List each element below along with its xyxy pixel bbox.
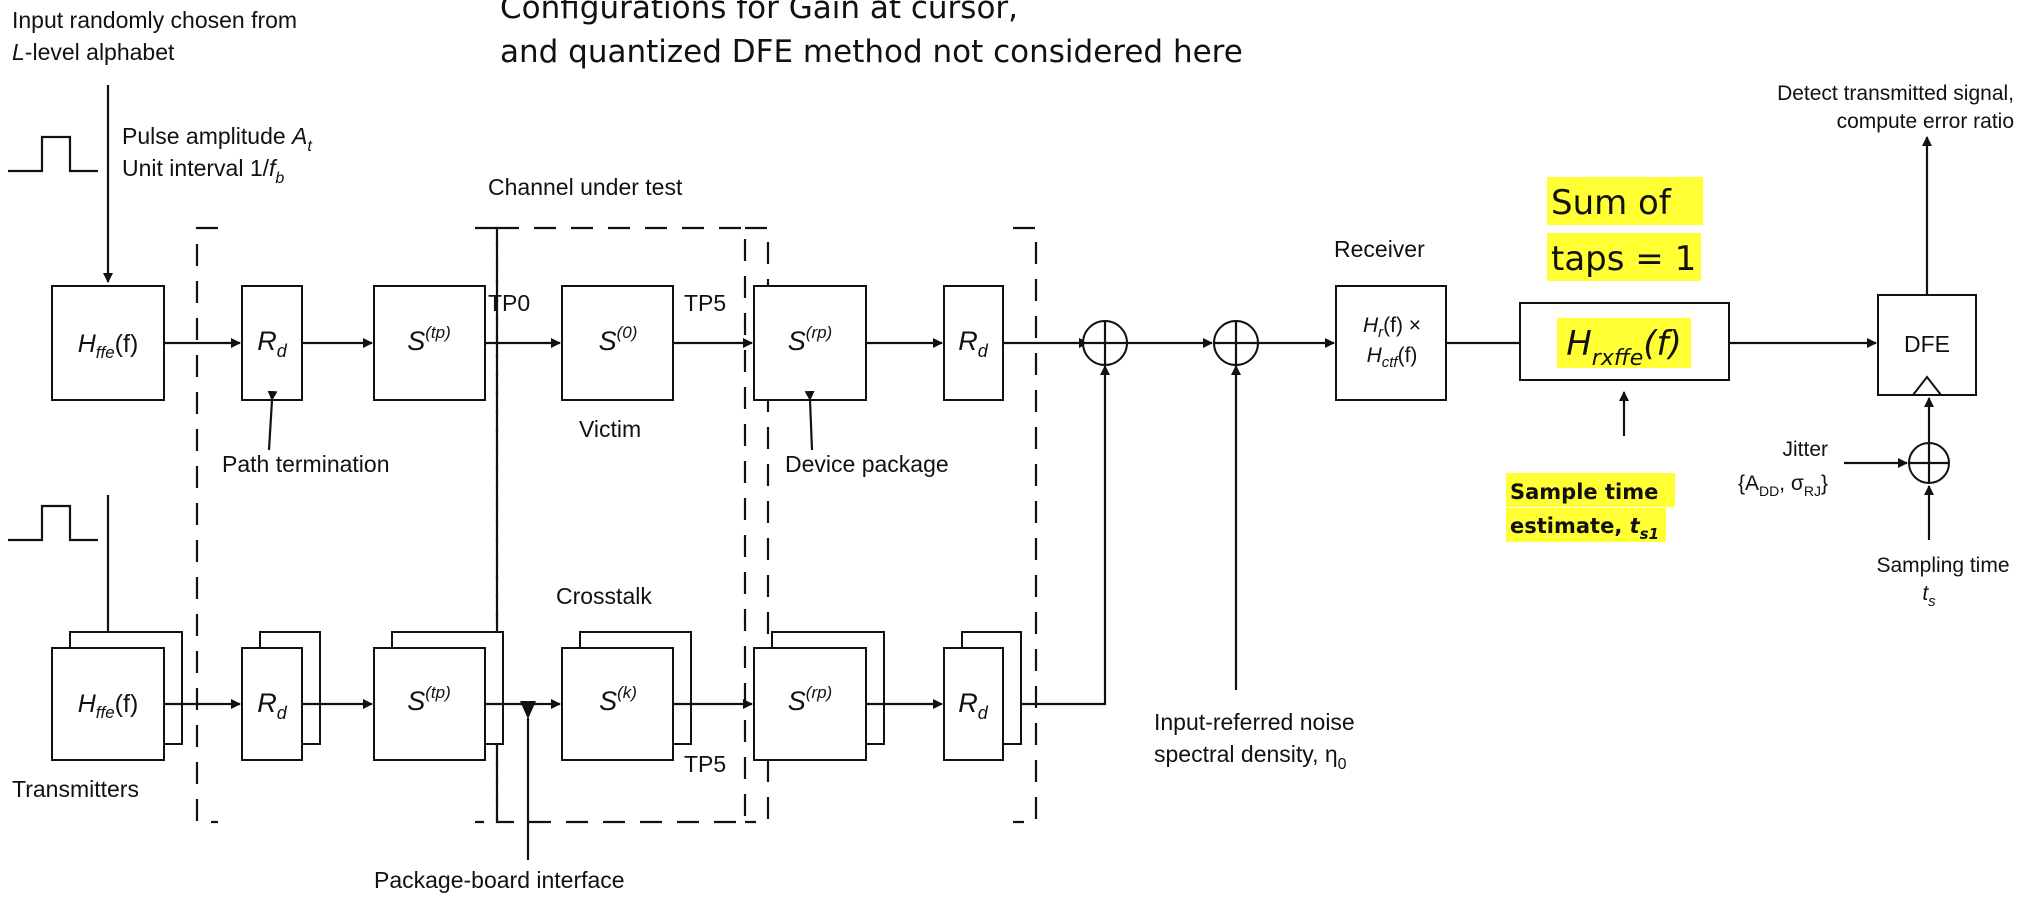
sum-of-taps-line2: taps = 1 — [1551, 239, 1696, 279]
top-note-line2: and quantized DFE method not considered … — [500, 34, 1243, 70]
transmitters-label: Transmitters — [12, 776, 139, 802]
svg-text:Rd: Rd — [257, 688, 288, 723]
s-rp-block-crosstalk: S(rp) — [753, 631, 885, 761]
svg-text:S(rp): S(rp) — [788, 323, 832, 356]
package-board-label: Package-board interface — [374, 867, 625, 893]
path-termination-label: Path termination — [222, 451, 389, 477]
svg-text:Hffe(f): Hffe(f) — [78, 690, 139, 722]
group-bracket-rx-left — [745, 226, 770, 824]
sum-of-taps-line1: Sum of — [1551, 183, 1672, 223]
group-bracket-rx-right — [1013, 226, 1038, 824]
svg-text:S(tp): S(tp) — [407, 683, 451, 716]
rx-ffe-block: Hrxffe(f) — [1519, 302, 1730, 381]
s-k-block: S(k) — [561, 631, 692, 761]
summer-crosstalk — [1082, 320, 1128, 366]
pulse-waveform-icon-crosstalk — [8, 504, 98, 542]
noise-label-line1: Input-referred noise — [1154, 709, 1355, 735]
sum-of-taps-highlight-2 — [1547, 233, 1701, 281]
rd-block-tx-crosstalk: Rd — [241, 631, 321, 761]
detect-label-line2: compute error ratio — [1837, 110, 2014, 133]
sum-of-taps-highlight-1 — [1547, 177, 1703, 225]
svg-text:Hrxffe(f): Hrxffe(f) — [1566, 324, 1682, 371]
svg-text:Hctf(f): Hctf(f) — [1367, 344, 1418, 371]
sampling-time-symbol: ts — [1922, 582, 1936, 610]
svg-text:Rd: Rd — [257, 326, 288, 361]
sample-time-highlight-1 — [1506, 473, 1675, 507]
group-bracket-tx-left — [195, 226, 218, 824]
input-label-line1: Input randomly chosen from — [12, 7, 297, 33]
sample-time-estimate-line2: estimate, ts1 — [1510, 514, 1659, 543]
device-package-pointer — [804, 390, 815, 451]
sampling-time-label: Sampling time — [1876, 554, 2009, 577]
rd-block-rx: Rd — [943, 285, 1004, 401]
pulse-waveform-icon — [8, 135, 98, 173]
path-termination-pointer — [267, 390, 278, 451]
crosstalk-label: Crosstalk — [556, 583, 652, 609]
svg-text:Rd: Rd — [958, 326, 989, 361]
receiver-ctf-block: Hr(f) × Hctf(f) — [1335, 285, 1447, 401]
noise-label-line2: spectral density, η0 — [1154, 741, 1347, 773]
unit-interval-label: Unit interval 1/fb — [122, 155, 284, 187]
top-note-line1: Configurations for Gain at cursor, — [500, 0, 1018, 26]
channel-under-test-label: Channel under test — [488, 174, 683, 200]
device-package-label: Device package — [785, 451, 949, 477]
s-tp-block-crosstalk: S(tp) — [373, 631, 504, 761]
summer-jitter — [1908, 442, 1950, 484]
jitter-label: Jitter — [1782, 438, 1828, 461]
s-rp-block: S(rp) — [753, 285, 867, 401]
svg-text:S(rp): S(rp) — [788, 683, 832, 716]
receiver-label: Receiver — [1334, 236, 1425, 262]
sample-time-highlight-2 — [1506, 508, 1666, 542]
svg-text:Hffe(f): Hffe(f) — [78, 330, 139, 362]
rd-block-rx-crosstalk: Rd — [943, 631, 1022, 761]
detect-label-line1: Detect transmitted signal, — [1777, 82, 2014, 105]
summer-noise — [1213, 320, 1259, 366]
sample-time-estimate-line1: Sample time — [1510, 480, 1658, 504]
tp0-label: TP0 — [488, 290, 530, 316]
wire-crosstalk-to-sum1 — [1021, 365, 1110, 706]
hffe-block: Hffe(f) — [51, 285, 165, 401]
svg-text:DFE: DFE — [1904, 331, 1950, 357]
svg-text:S(tp): S(tp) — [407, 323, 451, 356]
pulse-amplitude-label: Pulse amplitude At — [122, 123, 312, 155]
tp5-label: TP5 — [684, 290, 726, 316]
channel-under-test-box — [495, 226, 747, 824]
svg-text:S(k): S(k) — [599, 683, 637, 716]
group-bracket-tx-right — [475, 226, 499, 824]
hffe-block-crosstalk: Hffe(f) — [51, 631, 183, 761]
dfe-block: DFE — [1877, 294, 1977, 396]
jitter-params-label: {ADD, σRJ} — [1738, 472, 1828, 499]
svg-text:Rd: Rd — [958, 688, 989, 723]
victim-label: Victim — [579, 416, 641, 442]
svg-text:S(0): S(0) — [599, 323, 638, 356]
input-label-line2: L-level alphabet — [12, 39, 175, 65]
svg-text:Hr(f) ×: Hr(f) × — [1363, 314, 1421, 341]
rd-block-tx: Rd — [241, 285, 303, 401]
tp5-lower-label: TP5 — [684, 751, 726, 777]
s-0-block: S(0) — [561, 285, 674, 401]
rx-ffe-highlight — [1557, 318, 1691, 368]
s-tp-block: S(tp) — [373, 285, 486, 401]
